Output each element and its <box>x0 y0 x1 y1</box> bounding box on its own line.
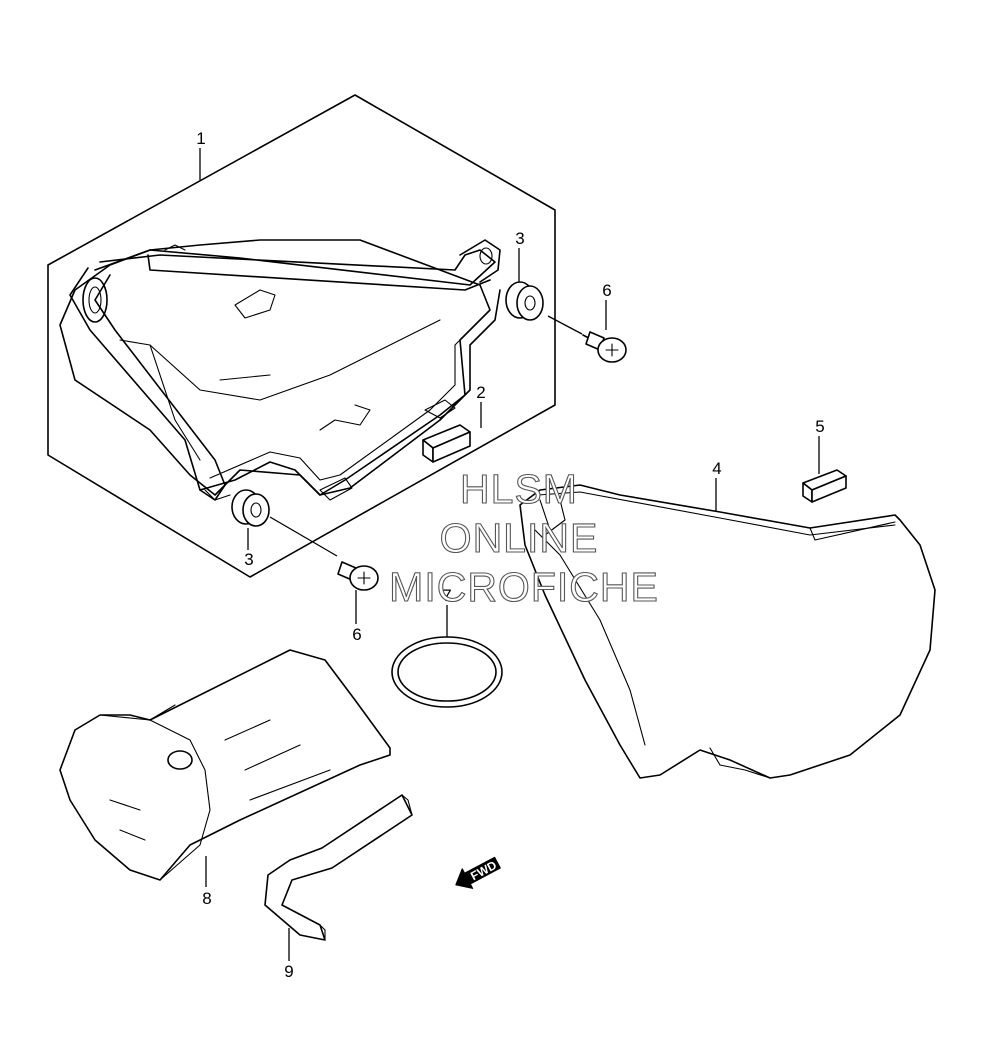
callout-9: 9 <box>284 962 293 981</box>
bolt-upper-part[interactable] <box>582 331 627 363</box>
assembly-boundary <box>47 94 556 578</box>
watermark-line-1: HLSM <box>460 466 578 512</box>
o-ring-part[interactable] <box>391 636 503 708</box>
watermark-line-2: ONLINE <box>440 515 599 561</box>
callout-8: 8 <box>202 889 211 908</box>
watermark: HLSM ONLINE MICROFICHE <box>389 465 659 610</box>
callout-3-upper: 3 <box>515 229 524 248</box>
leader-lines <box>199 148 820 961</box>
hex-wrench-part[interactable] <box>264 794 413 941</box>
callout-7: 7 <box>442 586 451 605</box>
tool-bag-part[interactable] <box>59 649 391 881</box>
watermark-line-3: MICROFICHE <box>389 564 659 610</box>
grommet-upper-part[interactable] <box>505 281 544 321</box>
callout-1: 1 <box>196 129 205 148</box>
callout-3-lower: 3 <box>244 550 253 569</box>
bolt-lower-part[interactable] <box>337 561 379 591</box>
small-pad-part[interactable] <box>802 469 847 503</box>
foam-pad-part[interactable] <box>422 424 471 463</box>
side-cover-part[interactable] <box>519 484 936 779</box>
forward-arrow-icon: FWD <box>455 856 501 889</box>
callout-6-upper: 6 <box>602 281 611 300</box>
callout-5: 5 <box>815 417 824 436</box>
callout-2: 2 <box>476 383 485 402</box>
grommet-lower-part[interactable] <box>231 489 270 527</box>
callout-labels: 1 3 6 2 4 5 3 7 6 8 9 <box>196 129 824 981</box>
callout-6-lower: 6 <box>352 625 361 644</box>
frame-bracket-part[interactable] <box>59 239 501 501</box>
callout-4: 4 <box>712 459 721 478</box>
